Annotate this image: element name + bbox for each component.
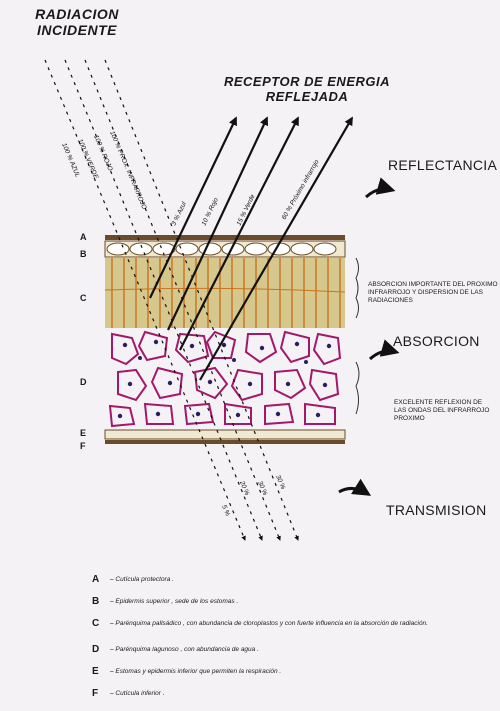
transmitted-labels: 5 % 20 % 30 % 30 % [220,474,286,517]
layer-letter-b: B [80,249,87,259]
layer-letter-d: D [80,377,87,387]
incident-label-0: 100 % PROX. INFRARROJO [108,130,147,211]
palisade-brace [356,258,359,318]
legend-row: F – Cutícula inferior . [92,688,492,710]
incident-label-3: 100 % AZUL [60,142,81,179]
legend-letter: B [92,596,110,607]
transmitted-label-3: 30 % [274,474,286,491]
reflection-note: EXCELENTE REFLEXION DE LAS ONDAS DEL INF… [394,399,494,423]
legend-text: – Epidermis superior , sede de los estom… [110,596,238,606]
reflectance-label: REFLECTANCIA [388,157,497,173]
legend-text: – Parénquima lagunoso , con abundancia d… [110,644,259,654]
legend-row: C – Parénquima pallsádico , con abundanc… [92,618,492,644]
legend-row: A – Cutícula protectora . [92,574,492,596]
reflectance-arrow [366,189,392,197]
legend-letter: D [92,644,110,655]
transmitted-label-2: 30 % [256,480,268,497]
legend-text: – Cutícula protectora . [110,574,174,584]
legend-text: – Estomas y epidermis inferior que permi… [110,666,281,676]
transmission-arrow [339,488,368,494]
layer-letter-a: A [80,232,87,242]
absorption-note: ABSORCION IMPORTANTE DEL PROXIMO INFRARR… [368,281,498,305]
legend-letter: E [92,666,110,677]
incident-labels: 100 % PROX. INFRARROJO 100 % ROJO 100 % … [60,130,147,211]
reflected-labels: 3 % Azul 10 % Rojo 15 % Verde 60 % Próxi… [171,158,321,227]
reflected-label-3: 60 % Próximo infrarrojo [281,158,321,221]
legend-letter: A [92,574,110,585]
legend: A – Cutícula protectora . B – Epidermis … [92,574,492,710]
transmission-label: TRANSMISION [386,502,487,518]
legend-text: – Cutícula inferior . [110,688,165,698]
spongy-brace [356,362,359,414]
legend-text: – Parénquima pallsádico , con abundancia… [110,618,428,628]
layer-letter-c: C [80,293,87,303]
legend-letter: F [92,688,110,699]
layer-letter-f: F [80,441,86,451]
spongy-layer [105,328,345,430]
legend-row: D – Parénquima lagunoso , con abundancia… [92,644,492,666]
lower-epidermis [105,430,345,444]
transmitted-label-1: 20 % [238,479,251,496]
legend-row: B – Epidermis superior , sede de los est… [92,596,492,618]
absorption-arrow [370,351,396,359]
transmitted-label-0: 5 % [220,504,231,517]
legend-row: E – Estomas y epidermis inferior que per… [92,666,492,688]
legend-letter: C [92,618,110,629]
palisade-layer [105,258,345,328]
absorption-label: ABSORCION [393,333,480,349]
layer-letter-e: E [80,428,86,438]
